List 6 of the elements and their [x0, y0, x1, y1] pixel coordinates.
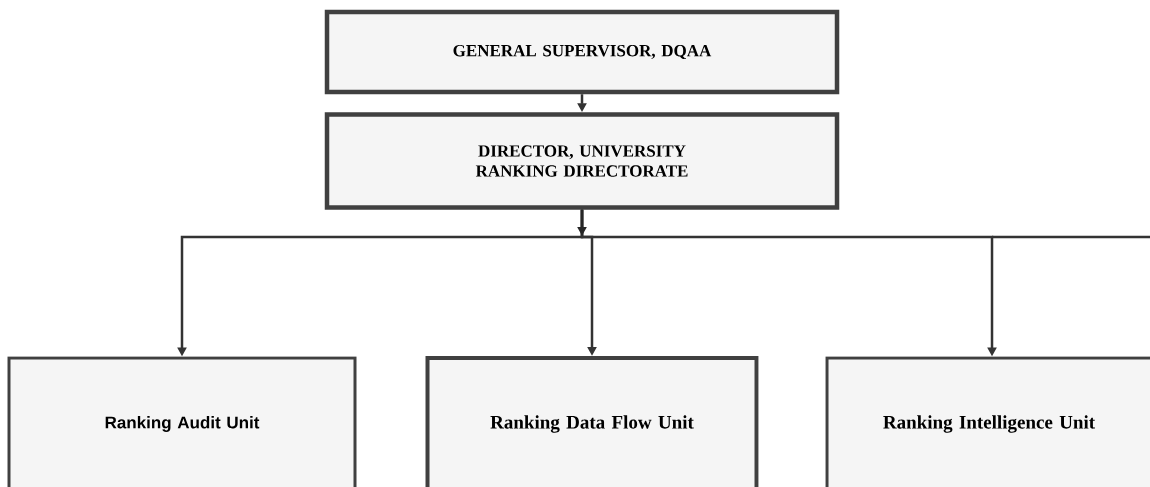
org-box: GENERAL SUPERVISOR, DQAA	[324, 9, 840, 95]
org-box: Ranking Intelligence Unit	[825, 356, 1150, 487]
bus-line	[577, 209, 1150, 239]
org-box: Ranking Data Flow Unit	[425, 356, 759, 487]
org-box: Ranking Audit Unit	[7, 356, 357, 487]
org-box: DIRECTOR, UNIVERSITY RANKING DIRECTORATE	[324, 112, 840, 210]
